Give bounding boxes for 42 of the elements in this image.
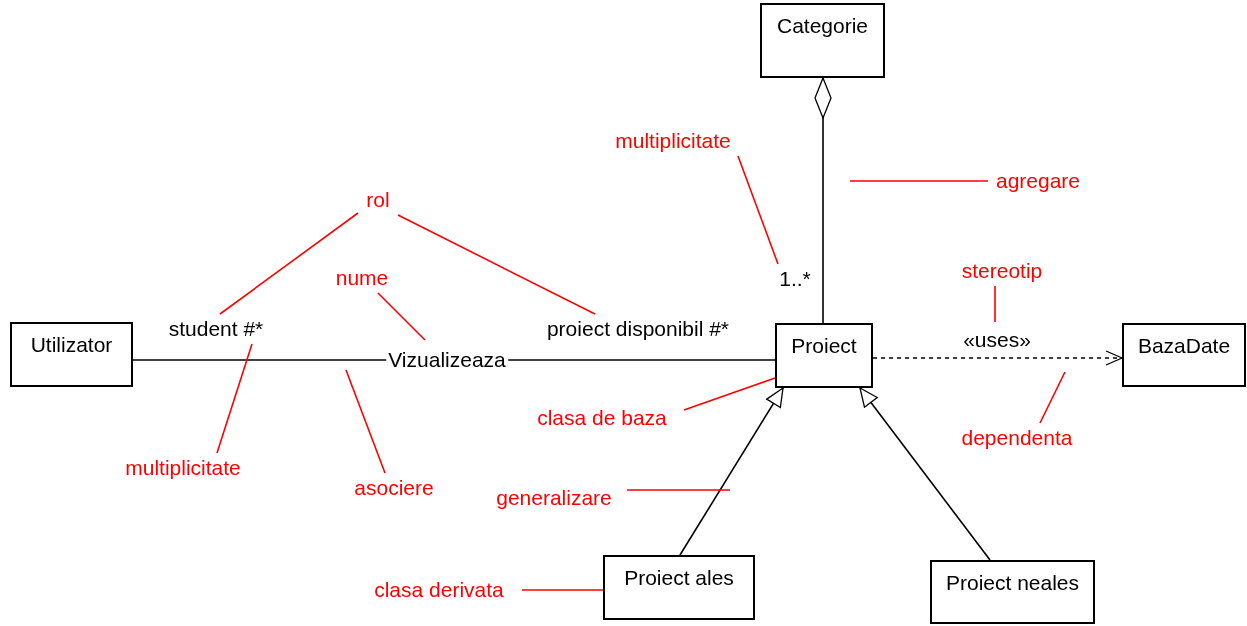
annotation-text: multiplicitate — [125, 454, 241, 481]
leader-line — [1039, 371, 1066, 424]
annotation-text: nume — [335, 264, 389, 291]
class-box — [1122, 323, 1246, 387]
class-box — [775, 323, 873, 388]
aggregation-line — [814, 77, 832, 324]
class-name: Proiect ales — [624, 565, 734, 591]
leader-line — [377, 292, 426, 341]
annotation-text: multiplicitate — [615, 127, 731, 154]
leader-line — [737, 155, 779, 265]
annotation-text: rol — [366, 186, 390, 213]
class-box — [603, 555, 755, 620]
generalization-arrow — [679, 387, 784, 556]
class-name: Proiect — [791, 333, 857, 359]
leader-line — [345, 369, 386, 474]
generalization-arrow — [859, 387, 991, 561]
role-text: proiect disponibil #* — [546, 315, 730, 342]
class-box — [10, 322, 133, 387]
annotation-text: clasa de baza — [537, 404, 667, 431]
leader-line — [849, 180, 989, 182]
leader-line — [397, 214, 596, 315]
class-name: BazaDate — [1137, 333, 1231, 359]
annotation-text: dependenta — [961, 424, 1073, 451]
annotation-text: agregare — [995, 167, 1081, 194]
class-name: Utilizator — [30, 332, 113, 358]
leader-line — [219, 212, 359, 315]
multiplicity-text: 1..* — [779, 265, 811, 292]
annotation-text: clasa derivata — [374, 576, 504, 603]
annotation-text: asociere — [354, 474, 434, 501]
leader-line — [994, 285, 996, 323]
role-text: student #* — [168, 315, 264, 342]
annotation-text: stereotip — [961, 257, 1043, 284]
class-box — [930, 560, 1095, 624]
leader-line — [683, 377, 776, 411]
leader-line — [626, 489, 731, 491]
class-name: Proiect neales — [945, 570, 1080, 596]
class-box — [760, 3, 885, 78]
annotation-text: generalizare — [496, 484, 612, 511]
leader-line — [521, 589, 604, 591]
class-name: Categorie — [776, 13, 869, 39]
dependency-arrow — [872, 350, 1123, 366]
leader-line — [216, 343, 253, 454]
